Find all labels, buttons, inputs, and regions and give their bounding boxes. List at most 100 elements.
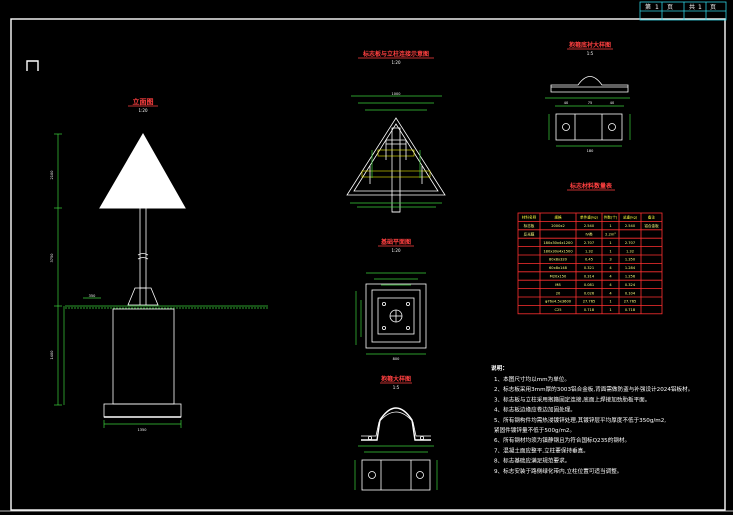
table-cell: 0.314 bbox=[584, 275, 595, 279]
table-cell: 1.32 bbox=[626, 249, 634, 253]
triangle-sign-plate bbox=[99, 132, 186, 209]
table-cell: 180x30x4x1200 bbox=[543, 241, 573, 245]
table-cell: 0.324 bbox=[625, 283, 636, 287]
table-cell: 2.2m² bbox=[605, 233, 616, 237]
note-item: 5、所有钢构件均需热浸镀锌处理,其镀锌层平均厚度不低于350g/m2, bbox=[494, 416, 666, 424]
note-item: 7、混凝土面应整平,立柱要保持垂直。 bbox=[494, 446, 589, 454]
table-cell: 20 bbox=[556, 291, 561, 295]
sign-plate-back-title: 标志板与立柱连接示意图 bbox=[362, 50, 429, 58]
table-cell: 1.284 bbox=[625, 266, 636, 270]
clamp-detail-title: 抱箍底衬大样图 bbox=[569, 41, 611, 49]
table-cell: IV类 bbox=[585, 232, 593, 237]
foundation-outline bbox=[365, 283, 427, 349]
svg-text:1:5: 1:5 bbox=[587, 51, 594, 56]
upper-clamp bbox=[377, 149, 415, 157]
svg-text:2100: 2100 bbox=[50, 171, 54, 180]
sheet-unit: 页 bbox=[667, 4, 673, 11]
table-cell: M8 bbox=[555, 283, 561, 287]
table-header-cell: 规格 bbox=[554, 215, 562, 220]
table-cell: 2.540 bbox=[584, 224, 595, 228]
bolt-hole bbox=[608, 123, 616, 131]
bolt-hole bbox=[368, 471, 376, 479]
sign-plate-back-view: 标志板与立柱连接示意图 1:20 1000 bbox=[346, 50, 446, 213]
foundation-plan: 基础平面图 1:20 800 bbox=[355, 238, 427, 361]
note-item: 2、标志板采用3mm厚的3003铝合金板,背面需做防盗与补强设计2024铝板材。 bbox=[494, 385, 693, 393]
table-cell: 1 bbox=[609, 249, 611, 253]
svg-text:180: 180 bbox=[587, 149, 594, 153]
svg-text:40: 40 bbox=[610, 101, 614, 105]
drawing-border bbox=[10, 18, 726, 511]
table-cell: 1 bbox=[609, 300, 611, 304]
table-header-cell: 总重(kg) bbox=[623, 215, 638, 220]
svg-text:1:20: 1:20 bbox=[392, 248, 401, 253]
table-cell: 180x30x4x1500 bbox=[543, 249, 573, 253]
table-cell: 标志板 bbox=[524, 223, 535, 228]
table-cell: 80x8x320 bbox=[549, 258, 568, 262]
column-break bbox=[137, 253, 149, 256]
material-table-title: 标志材料数量表 bbox=[569, 182, 613, 190]
table-cell: 0.321 bbox=[584, 266, 594, 270]
corner-mark bbox=[26, 60, 39, 71]
column-height-label: 3750 bbox=[50, 254, 54, 263]
sheet-label: 第 bbox=[645, 3, 651, 11]
title-block: 第 1 页 共 1 页 bbox=[639, 1, 727, 21]
table-cell: 4 bbox=[609, 275, 612, 279]
total-number: 1 bbox=[698, 4, 702, 11]
liner-plan bbox=[555, 113, 623, 141]
clamp-liner-detail: 抱箍底衬大样图 1:5 40 75 40 180 bbox=[545, 41, 631, 153]
svg-text:1400: 1400 bbox=[50, 351, 54, 360]
table-header-cell: 备注 bbox=[648, 215, 656, 220]
table-cell: 0.104 bbox=[625, 291, 636, 295]
note-item: 6、所有钢材均须为镇静钢且为符合国标Q235的钢材。 bbox=[494, 436, 630, 444]
sign-plate-outer bbox=[346, 117, 446, 196]
bolt-hole bbox=[562, 123, 570, 131]
table-header-cell: 件数(个) bbox=[604, 215, 618, 220]
table-cell: 1 bbox=[609, 224, 611, 228]
note-item: 1、本图尺寸均以mm为单位。 bbox=[494, 375, 570, 383]
table-cell: 4 bbox=[609, 283, 612, 287]
table-cell: 铝合金板 bbox=[644, 223, 659, 228]
table-cell: 1.350 bbox=[625, 258, 636, 262]
table-cell: 27.765 bbox=[624, 300, 637, 304]
svg-text:1:5: 1:5 bbox=[393, 385, 400, 390]
base-stiffener bbox=[127, 287, 159, 306]
note-item: 9、标志安装于路侧绿化带内,立柱位置可适当调整。 bbox=[494, 467, 622, 475]
note-item: 8、标志基础应满足规范要求。 bbox=[494, 457, 570, 465]
table-header-cell: 单件重(kg) bbox=[580, 215, 599, 220]
notes-heading: 说明： bbox=[491, 364, 508, 372]
foundation-plan-title: 基础平面图 bbox=[380, 238, 411, 246]
svg-text:40: 40 bbox=[564, 101, 568, 105]
clamp-band bbox=[361, 407, 431, 441]
svg-text:1:20: 1:20 bbox=[392, 60, 401, 65]
table-cell: 2.540 bbox=[625, 224, 636, 228]
table-cell: 1.32 bbox=[585, 249, 593, 253]
base-plate bbox=[377, 297, 415, 335]
bolt-hole bbox=[416, 471, 424, 479]
table-cell: 0.718 bbox=[625, 308, 636, 312]
clamp-plan bbox=[361, 459, 431, 491]
table-cell: 1 bbox=[609, 241, 611, 245]
table-cell: 0.081 bbox=[584, 283, 594, 287]
table-cell: 反光膜 bbox=[524, 232, 535, 237]
clamp-large-detail: 抱箍大样图 1:5 bbox=[354, 375, 438, 491]
table-cell: φ76x4.5x3600 bbox=[545, 300, 572, 304]
note-item: 紧固件镀锌量不低于500g/m2。 bbox=[494, 426, 575, 434]
table-cell: 0.718 bbox=[584, 308, 595, 312]
plate-column bbox=[391, 127, 401, 213]
foundation-footing bbox=[103, 403, 182, 418]
sheet-number: 1 bbox=[655, 4, 659, 11]
svg-text:800: 800 bbox=[393, 357, 400, 361]
front-view-scale: 1:20 bbox=[139, 108, 148, 113]
table-cell: 1 bbox=[609, 308, 611, 312]
sign-column bbox=[139, 207, 147, 289]
svg-text:350: 350 bbox=[89, 294, 96, 298]
total-unit: 页 bbox=[710, 4, 716, 11]
note-item: 4、标志板边缘应卷边加固处理。 bbox=[494, 406, 576, 414]
note-item: 3、标志板与立柱采用抱箍固定连接,底面上焊接加劲肋板平面。 bbox=[494, 395, 650, 403]
lower-clamp bbox=[361, 170, 431, 178]
table-cell: 0.026 bbox=[584, 291, 595, 295]
svg-text:75: 75 bbox=[588, 101, 592, 105]
foundation-body bbox=[112, 308, 175, 405]
